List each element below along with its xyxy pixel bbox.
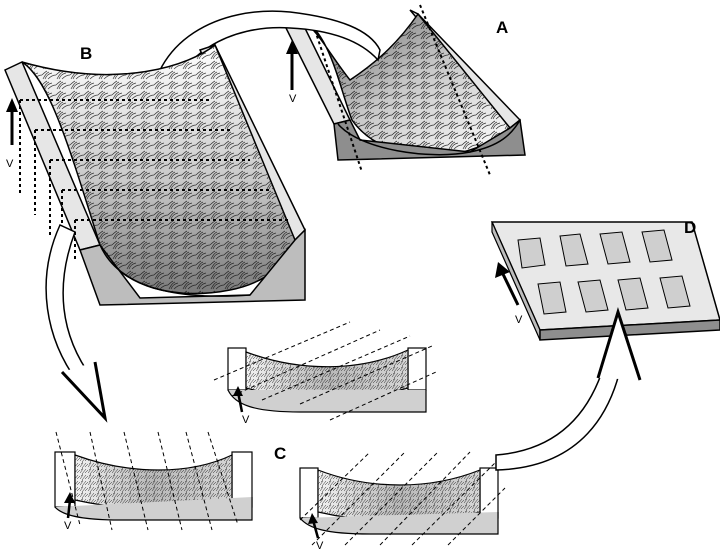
v-label-d: V: [515, 314, 523, 326]
label-c: C: [274, 444, 287, 463]
block-c-right-slice: [299, 451, 506, 546]
arrow-a-to-b: [149, 10, 381, 116]
v-arrow-d: [500, 271, 520, 306]
label-a: A: [496, 18, 509, 37]
block-d: [490, 221, 720, 341]
label-b: B: [80, 44, 93, 63]
v-label-a: V: [289, 93, 297, 105]
block-c-top-slice: [213, 321, 437, 421]
v-label-c-left: V: [64, 520, 72, 532]
block-a-vegetation: [300, 14, 510, 156]
v-label-c-right: V: [316, 540, 324, 552]
block-b-vegetation: [22, 45, 295, 294]
block-d-front-face: [539, 319, 720, 341]
block-b: [4, 43, 306, 306]
cut-line-a-1: [314, 29, 363, 173]
arrow-b-to-c-head: [60, 361, 108, 423]
block-b-front-face: [79, 228, 306, 306]
v-label-c-top: V: [242, 414, 250, 426]
block-d-slices: [517, 229, 691, 315]
block-c-left-slice: [54, 431, 253, 531]
label-d: D: [684, 218, 697, 237]
cut-line-a-2: [419, 4, 491, 176]
v-label-b: V: [6, 158, 14, 170]
arrow-c-to-d-head: [596, 306, 642, 381]
block-a: [281, 4, 526, 176]
